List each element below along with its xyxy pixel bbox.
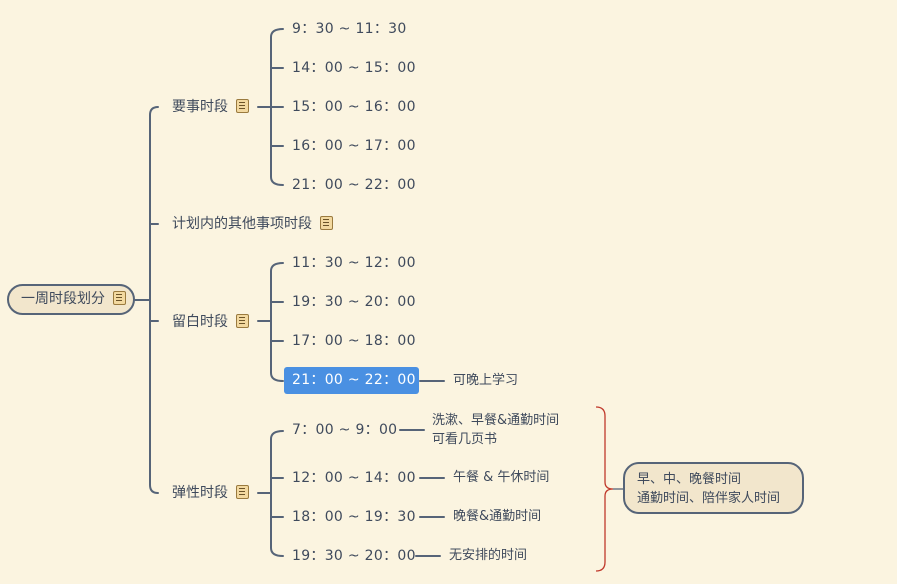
summary-brace bbox=[595, 406, 614, 572]
branch-important[interactable]: 要事时段 bbox=[172, 98, 249, 116]
blank-item-2[interactable]: 19：30 ~ 20：00 bbox=[292, 294, 416, 310]
connector-trunk bbox=[149, 106, 159, 494]
branch-flexible[interactable]: 弹性时段 bbox=[172, 484, 249, 502]
memo-icon[interactable] bbox=[113, 291, 126, 305]
flexible-item-2-note[interactable]: 午餐 & 午休时间 bbox=[453, 470, 550, 485]
important-item-4[interactable]: 16：00 ~ 17：00 bbox=[292, 138, 416, 154]
flexible-item-1-note[interactable]: 洗漱、早餐&通勤时间 可看几页书 bbox=[432, 411, 559, 449]
important-item-5[interactable]: 21：00 ~ 22：00 bbox=[292, 177, 416, 193]
root-label: 一周时段划分 bbox=[21, 291, 105, 307]
blank-item-4-selected[interactable]: 21：00 ~ 22：00 bbox=[284, 367, 419, 394]
branch-other[interactable]: 计划内的其他事项时段 bbox=[172, 215, 333, 233]
flexible-item-1[interactable]: 7：00 ~ 9：00 bbox=[292, 422, 398, 438]
memo-icon[interactable] bbox=[320, 216, 333, 230]
blank-item-1[interactable]: 11：30 ~ 12：00 bbox=[292, 255, 416, 271]
flexible-item-2[interactable]: 12：00 ~ 14：00 bbox=[292, 470, 416, 486]
flexible-item-1-note-line1: 洗漱、早餐&通勤时间 bbox=[432, 413, 560, 428]
memo-icon[interactable] bbox=[236, 314, 249, 328]
flexible-item-1-note-line2: 可看几页书 bbox=[432, 432, 498, 447]
flexible-item-3[interactable]: 18：00 ~ 19：30 bbox=[292, 509, 416, 525]
branch-other-label: 计划内的其他事项时段 bbox=[172, 216, 312, 232]
memo-icon[interactable] bbox=[236, 99, 249, 113]
branch-flexible-label: 弹性时段 bbox=[172, 485, 228, 501]
root-node[interactable]: 一周时段划分 bbox=[7, 284, 135, 315]
summary-line1: 早、中、晚餐时间 bbox=[637, 472, 742, 487]
connector-blank-brace bbox=[270, 262, 284, 382]
branch-blank[interactable]: 留白时段 bbox=[172, 313, 249, 331]
flexible-item-4-note[interactable]: 无安排的时间 bbox=[449, 548, 528, 563]
memo-icon[interactable] bbox=[236, 485, 249, 499]
summary-node[interactable]: 早、中、晚餐时间 通勤时间、陪伴家人时间 bbox=[623, 462, 804, 514]
branch-important-label: 要事时段 bbox=[172, 99, 228, 115]
connector-flexible-brace bbox=[270, 430, 284, 557]
summary-line2: 通勤时间、陪伴家人时间 bbox=[637, 491, 781, 506]
important-item-1[interactable]: 9：30 ~ 11：30 bbox=[292, 21, 407, 37]
blank-item-4-note[interactable]: 可晚上学习 bbox=[453, 373, 519, 388]
important-item-2[interactable]: 14：00 ~ 15：00 bbox=[292, 60, 416, 76]
blank-item-3[interactable]: 17：00 ~ 18：00 bbox=[292, 333, 416, 349]
important-item-3[interactable]: 15：00 ~ 16：00 bbox=[292, 99, 416, 115]
branch-blank-label: 留白时段 bbox=[172, 314, 228, 330]
flexible-item-3-note[interactable]: 晚餐&通勤时间 bbox=[453, 509, 542, 524]
flexible-item-4[interactable]: 19：30 ~ 20：00 bbox=[292, 548, 416, 564]
